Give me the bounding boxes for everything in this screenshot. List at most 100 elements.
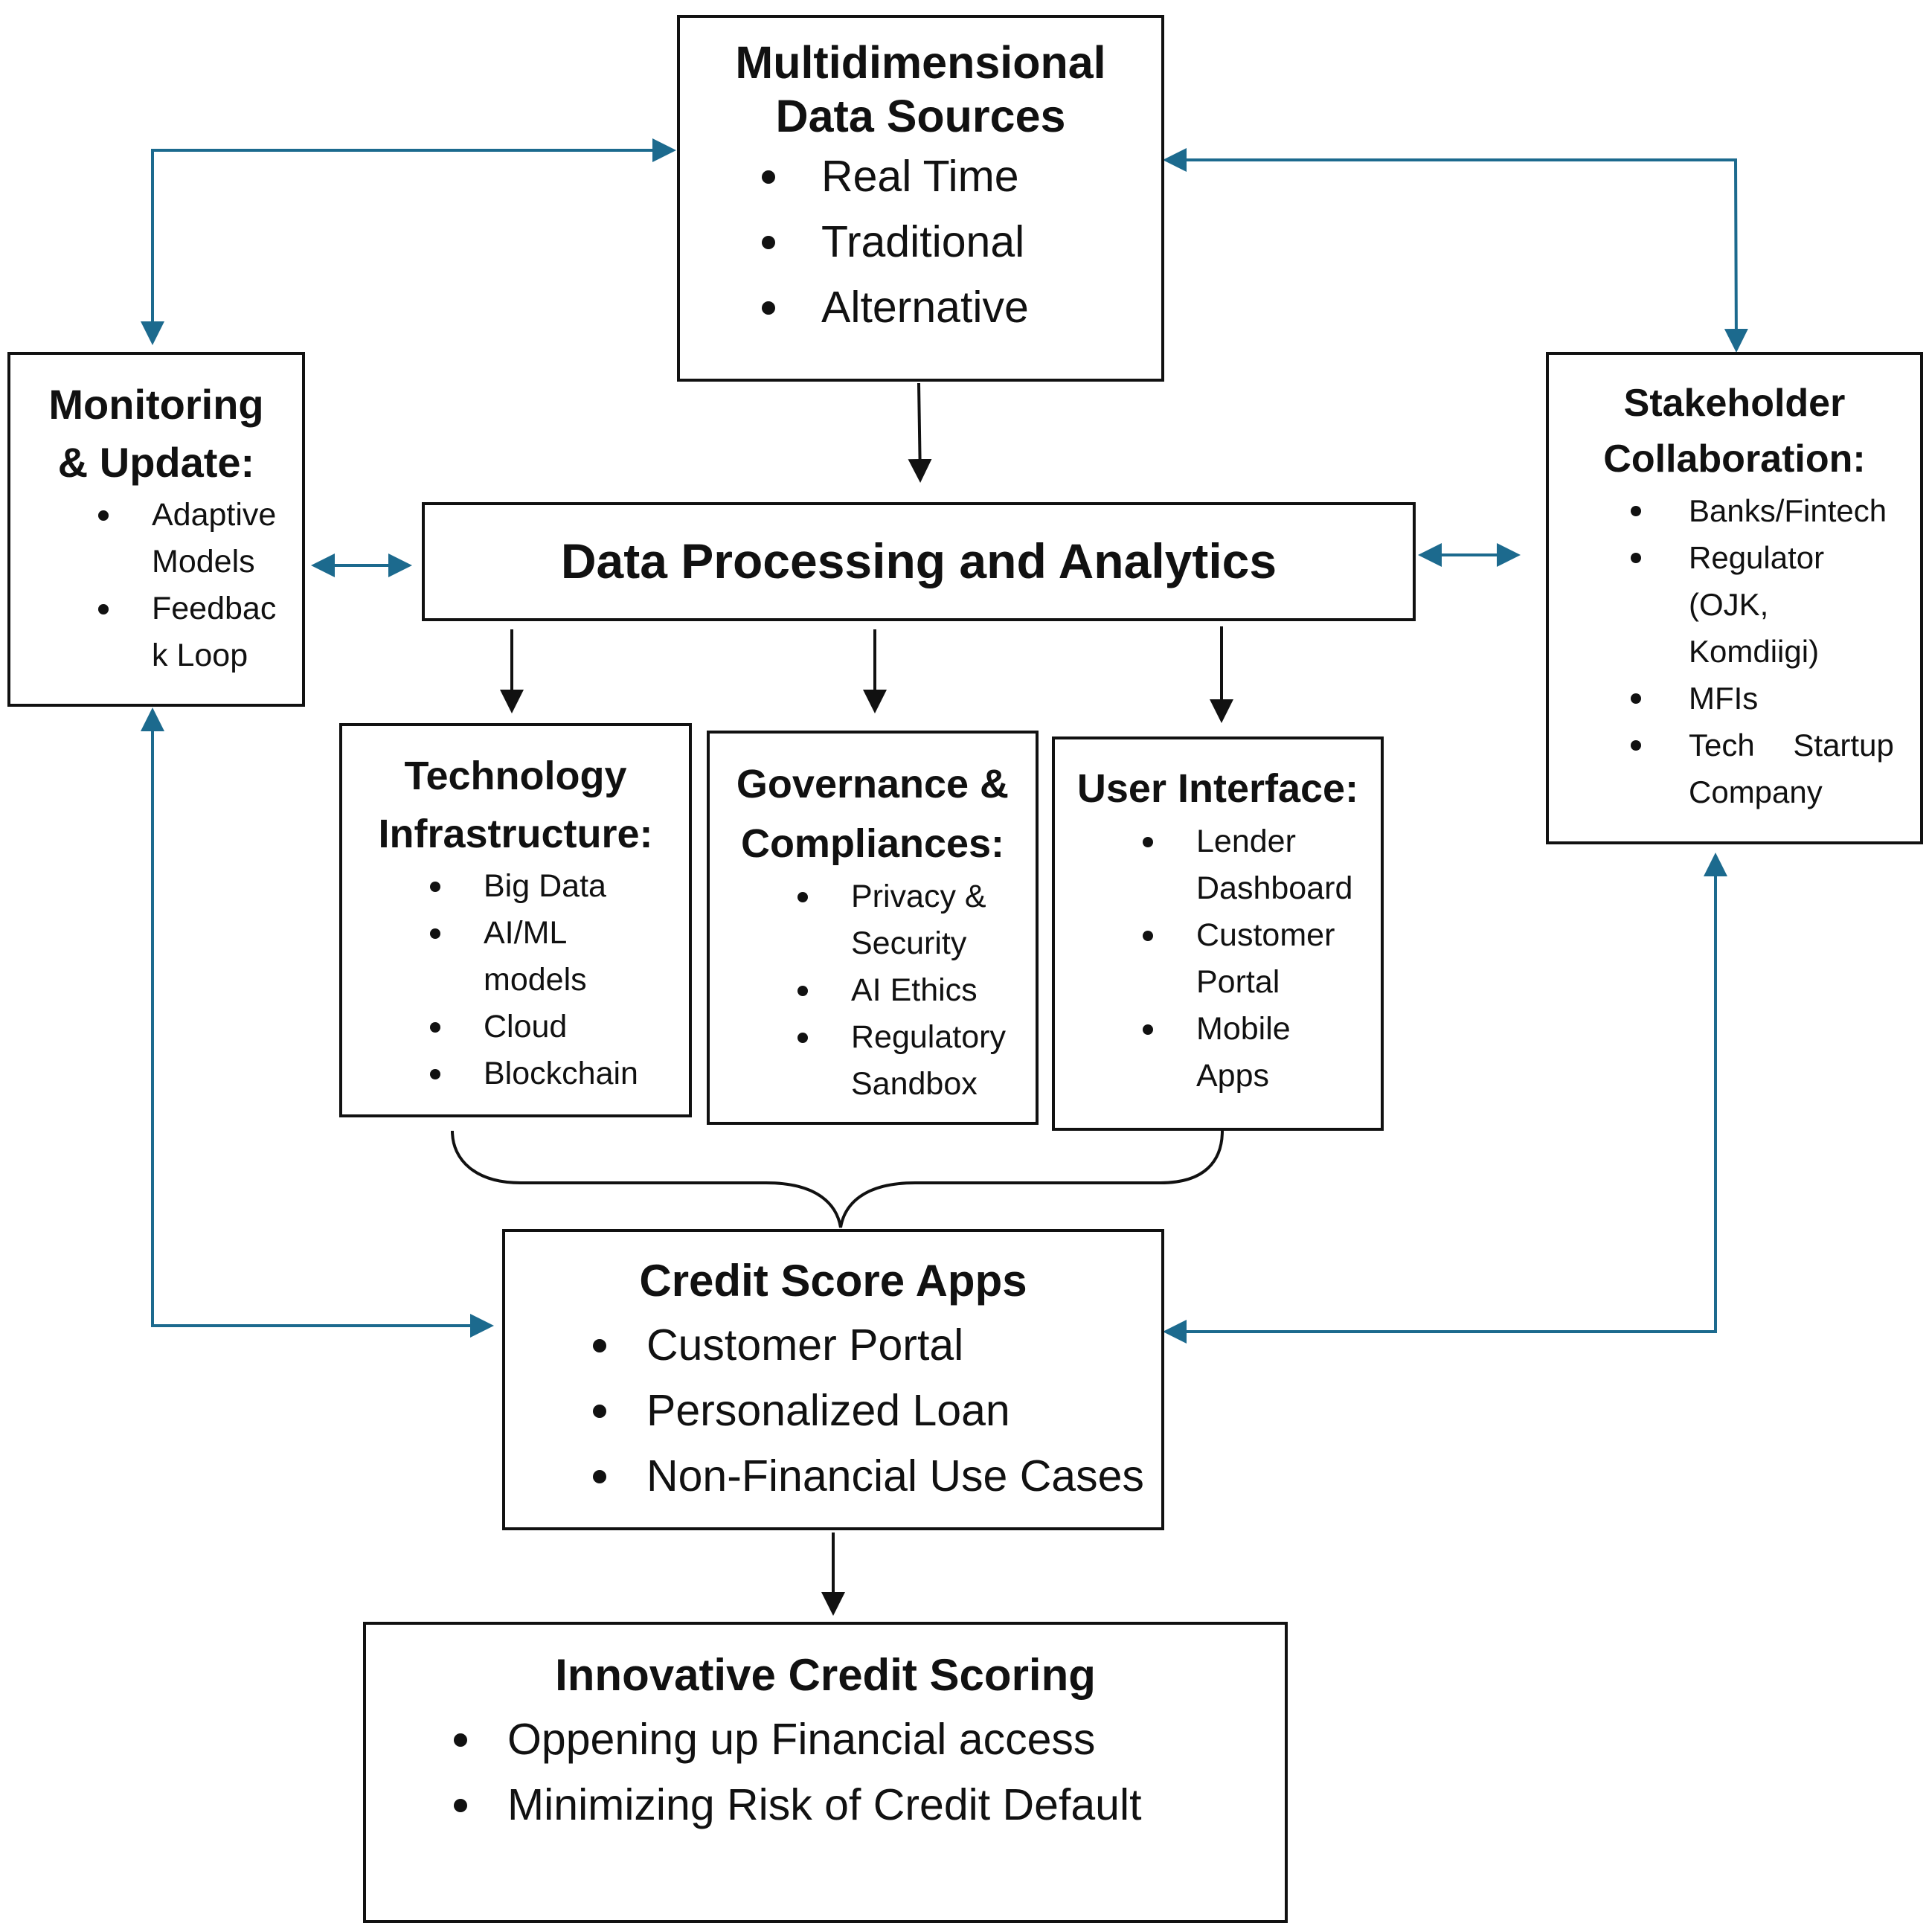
arrow-sources-to-processing: [908, 382, 932, 483]
bullet-icon: [98, 510, 109, 521]
credit-score-apps-box: Credit Score Apps Customer Portal Person…: [502, 1229, 1164, 1530]
list-item-label: Tech Startup Company: [1689, 728, 1894, 809]
bullet-icon: [1631, 506, 1641, 516]
list-item-label: AI/ML models: [484, 915, 587, 998]
data-sources-title: Multidimensional Data Sources: [680, 36, 1161, 144]
monitoring-title: Monitoring & Update:: [10, 376, 302, 492]
list-item-label: Alternative: [821, 282, 1029, 332]
stakeholder-title: Stakeholder Collaboration:: [1549, 376, 1920, 487]
list-item-label: Banks/Fintech: [1689, 493, 1887, 528]
list-item: Regulatory Sandbox: [797, 1014, 1028, 1108]
list-item: AI/ML models: [430, 910, 680, 1004]
data-sources-box: Multidimensional Data Sources Real Time …: [677, 15, 1164, 382]
innovative-credit-scoring-box: Innovative Credit Scoring Oppening up Fi…: [363, 1622, 1288, 1923]
list-item: Mobile Apps: [1143, 1006, 1373, 1100]
bullet-icon: [430, 1069, 440, 1079]
data-processing-box: Data Processing and Analytics: [422, 502, 1416, 621]
list-item: Tech Startup Company: [1631, 722, 1905, 815]
governance-list: Privacy & Security AI Ethics Regulatory …: [797, 873, 1028, 1108]
list-item-label: Traditional: [821, 216, 1025, 266]
governance-title: Governance & Compliances:: [710, 754, 1036, 873]
list-item-label: Blockchain: [484, 1056, 638, 1091]
bullet-icon: [797, 892, 808, 902]
list-item: AI Ethics: [797, 967, 1028, 1014]
stakeholder-box: Stakeholder Collaboration: Banks/Fintech…: [1546, 352, 1923, 844]
list-item-label: AI Ethics: [851, 972, 978, 1008]
bullet-icon: [762, 170, 775, 184]
list-item: Cloud: [430, 1004, 680, 1050]
list-item-label: Mobile Apps: [1196, 1011, 1291, 1094]
technology-title: Technology Infrastructure:: [342, 747, 689, 863]
list-item-label: Regulator (OJK, Komdiigi): [1689, 540, 1825, 669]
bullet-icon: [1143, 931, 1153, 941]
user-interface-title: User Interface:: [1055, 759, 1381, 818]
bullet-icon: [593, 1339, 606, 1352]
monitoring-box: Monitoring & Update: Adaptive Models Fee…: [7, 352, 305, 707]
list-item: Traditional: [762, 209, 1161, 275]
technology-list: Big Data AI/ML models Cloud Blockchain: [430, 863, 680, 1097]
list-item: Oppening up Financial access: [454, 1707, 1285, 1772]
arrow-monitoring-sources: [141, 138, 676, 345]
list-item: Big Data: [430, 863, 680, 910]
bullet-icon: [1631, 740, 1641, 751]
arrow-stakeholder-sources: [1163, 148, 1748, 353]
user-interface-box: User Interface: Lender Dashboard Custome…: [1052, 736, 1384, 1131]
stakeholder-list: Banks/Fintech Regulator (OJK, Komdiigi) …: [1631, 487, 1905, 815]
stakeholder-title-line-2: Collaboration:: [1603, 437, 1866, 481]
list-item: Blockchain: [430, 1050, 680, 1097]
list-item-label: Cloud: [484, 1009, 568, 1044]
credit-score-apps-title: Credit Score Apps: [639, 1256, 1027, 1306]
list-item-label: Feedback Loop: [152, 591, 277, 673]
technology-box: Technology Infrastructure: Big Data AI/M…: [339, 723, 692, 1117]
data-sources-title-line-1: Multidimensional: [735, 37, 1106, 88]
list-item: Real Time: [762, 144, 1161, 209]
list-item: Privacy & Security: [797, 873, 1028, 967]
list-item-label: Big Data: [484, 868, 606, 904]
list-item: Alternative: [762, 275, 1161, 340]
bullet-icon: [454, 1733, 467, 1747]
bullet-icon: [430, 928, 440, 939]
data-sources-title-line-2: Data Sources: [775, 90, 1066, 141]
governance-title-line-1: Governance &: [736, 762, 1010, 806]
list-item: Personalized Loan: [593, 1378, 1161, 1443]
list-item-label: Lender Dashboard: [1196, 824, 1353, 906]
monitoring-list: Adaptive Models Feedback Loop: [98, 492, 292, 679]
list-item: Banks/Fintech: [1631, 487, 1905, 534]
bullet-icon: [1631, 693, 1641, 704]
technology-title-line-2: Infrastructure:: [378, 812, 653, 856]
list-item-label: Privacy & Security: [851, 879, 986, 961]
list-item-label: Non-Financial Use Cases: [646, 1451, 1144, 1501]
list-item: Regulator (OJK, Komdiigi): [1631, 534, 1905, 675]
list-item: Customer Portal: [593, 1312, 1161, 1378]
bullet-icon: [98, 604, 109, 614]
bullet-icon: [762, 301, 775, 315]
list-item: Feedback Loop: [98, 585, 292, 679]
bullet-icon: [430, 882, 440, 892]
data-sources-list: Real Time Traditional Alternative: [762, 144, 1161, 340]
list-item-label: Minimizing Risk of Credit Default: [507, 1780, 1142, 1829]
bullet-icon: [1143, 837, 1153, 847]
bullet-icon: [1143, 1024, 1153, 1035]
list-item: Adaptive Models: [98, 492, 292, 585]
list-item-label: Customer Portal: [1196, 917, 1335, 1000]
monitoring-title-line-2: & Update:: [57, 439, 255, 486]
bullet-icon: [797, 1033, 808, 1043]
list-item-label: Customer Portal: [646, 1320, 964, 1370]
innovative-credit-scoring-title: Innovative Credit Scoring: [555, 1650, 1096, 1700]
list-item-label: MFIs: [1689, 681, 1759, 716]
arrow-stakeholder-apps: [1163, 853, 1727, 1344]
stakeholder-title-line-1: Stakeholder: [1623, 382, 1846, 425]
credit-score-apps-list: Customer Portal Personalized Loan Non-Fi…: [593, 1312, 1161, 1509]
list-item: MFIs: [1631, 675, 1905, 722]
user-interface-list: Lender Dashboard Customer Portal Mobile …: [1143, 818, 1373, 1100]
list-item-label: Personalized Loan: [646, 1386, 1010, 1435]
governance-title-line-2: Compliances:: [740, 821, 1005, 866]
merge-brace: [451, 1130, 1224, 1228]
monitoring-title-line-1: Monitoring: [48, 381, 264, 428]
bullet-icon: [1631, 553, 1641, 563]
bullet-icon: [593, 1470, 606, 1483]
list-item-label: Oppening up Financial access: [507, 1715, 1096, 1764]
bullet-icon: [454, 1799, 467, 1812]
list-item: Customer Portal: [1143, 912, 1373, 1006]
arrow-monitoring-apps: [141, 707, 494, 1338]
